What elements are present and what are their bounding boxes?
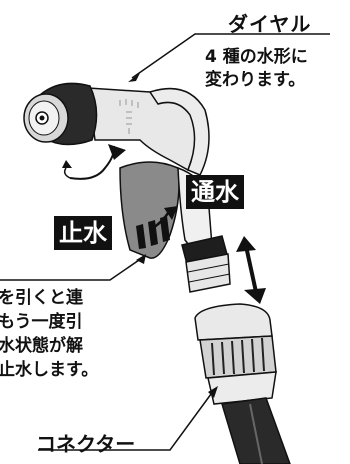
- trigger-leader-line: [0, 254, 146, 281]
- dial-note-line: 変わります。: [205, 70, 306, 90]
- instruction-line: 水状態が解: [0, 336, 83, 356]
- connector-leader-line: [38, 386, 218, 451]
- hose-connector: [194, 303, 291, 464]
- trigger-grip: [119, 161, 213, 259]
- instruction-line: 止水します。: [0, 360, 99, 380]
- connector-label: コネクター: [36, 432, 136, 456]
- stop-tag: 止水: [54, 216, 112, 250]
- dial-label: ダイヤル: [228, 12, 312, 36]
- dial-leader-line: [128, 33, 330, 82]
- nozzle-body: [23, 82, 210, 180]
- trigger-instructions: を引くと連 もう一度引 水状態が解 止水します。: [0, 286, 98, 382]
- dial-note-line: 4 種の水形に: [205, 47, 308, 67]
- flow-tag: 通水: [186, 175, 244, 209]
- dial-note: 4 種の水形に 変わります。: [205, 46, 308, 92]
- attach-double-arrow: [236, 236, 266, 304]
- nozzle-fitting: [181, 235, 231, 293]
- instruction-line: もう一度引: [0, 312, 83, 332]
- instruction-line: を引くと連: [0, 288, 83, 308]
